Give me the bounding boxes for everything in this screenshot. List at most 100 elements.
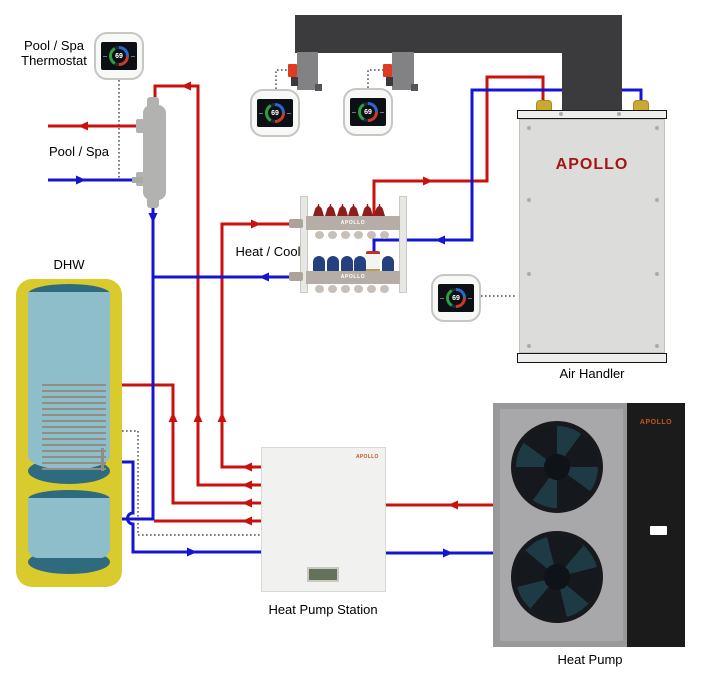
- minus-dash-icon: [352, 111, 356, 113]
- zone-valve-cold-icon: [327, 256, 339, 272]
- thermostat-dial-icon: 69: [358, 102, 378, 122]
- thermostat-air-handler: 69: [431, 274, 481, 322]
- station-display: [307, 567, 339, 582]
- manifold-port: [380, 231, 389, 239]
- sensor-pocket: [132, 177, 143, 183]
- dhw-coil-outlet: [101, 448, 104, 471]
- heat-cool-label: Heat / Cool: [235, 244, 301, 259]
- pool-thermostat-label-line2: Thermostat: [21, 53, 87, 68]
- manifold-cold-outlet: [289, 272, 303, 281]
- zone-valve-cold-icon: [313, 256, 325, 272]
- manifold-port: [341, 285, 350, 293]
- zone-valve-cold-icon: [341, 256, 353, 272]
- manifold-port: [328, 285, 337, 293]
- manifold-port: [315, 231, 324, 239]
- thermostat-pool-spa: 69: [94, 32, 144, 80]
- pipe-hot-manifold-feed: [220, 222, 294, 469]
- airhandler-brand: APOLLO: [555, 156, 629, 173]
- manifold-port: [354, 231, 363, 239]
- plus-dash-icon: [380, 111, 384, 113]
- zone-valve-hot-icon: [374, 204, 385, 216]
- dhw-coil-icon: [42, 384, 106, 470]
- heat-pump-brand: APOLLO: [639, 419, 673, 426]
- heat-pump-station-label: Heat Pump Station: [268, 602, 378, 617]
- plus-dash-icon: [287, 112, 291, 114]
- minus-dash-icon: [259, 112, 263, 114]
- zone-valve-hot-icon: [362, 204, 373, 216]
- heat-pump-control-panel: [627, 403, 685, 647]
- pool-heat-exchanger: [143, 105, 166, 200]
- manifold-port: [367, 231, 376, 239]
- zone-valve-hot-icon: [337, 204, 348, 216]
- zone-valve-hot-icon: [325, 204, 336, 216]
- air-handler-label: Air Handler: [559, 366, 625, 381]
- heat-pump-display: [650, 526, 667, 535]
- manifold-port: [367, 285, 376, 293]
- manifold-supply-bar: APOLLO: [306, 216, 400, 230]
- pipe-hot-manifold-to-airhandler: [372, 75, 545, 216]
- supply-duct-vertical: [562, 15, 622, 111]
- pool-spa-label: Pool / Spa: [49, 144, 109, 159]
- pipe-cold-airhandler-to-manifold: [372, 88, 643, 253]
- thermostat-zone-2: 69: [343, 88, 393, 136]
- manifold-port: [354, 285, 363, 293]
- duct-branch-2-tab: [411, 84, 418, 91]
- duct-branch-2: [392, 52, 414, 90]
- pipe-hot-tank-coil-feed: [122, 383, 261, 505]
- damper-actuator-icon-2: [383, 64, 392, 77]
- heat-pump-label: Heat Pump: [557, 652, 623, 667]
- thermostat-temperature: 69: [364, 108, 372, 116]
- zone-valve-cold-icon: [354, 256, 366, 272]
- airhandler-bottom-plate: [517, 353, 667, 363]
- mixing-valve-actuator-icon: [366, 251, 380, 272]
- manifold-return-bar: APOLLO: [306, 271, 400, 284]
- pool-thermostat-label-line1: Pool / Spa: [24, 38, 84, 53]
- sensor-wire-duct-thermostat-2: [367, 69, 383, 88]
- manifold-rail-left: [300, 196, 308, 293]
- manifold-brand: APOLLO: [340, 220, 366, 226]
- pipe-hot-hx-feed: [153, 84, 261, 487]
- sensor-wire-duct-thermostat-1: [275, 69, 288, 89]
- minus-dash-icon: [440, 297, 444, 299]
- manifold-brand: APOLLO: [340, 274, 366, 280]
- thermostat-screen: 69: [257, 99, 293, 127]
- dhw-label: DHW: [53, 257, 85, 272]
- duct-branch-1: [297, 52, 318, 90]
- manifold-rail-right: [399, 196, 407, 293]
- cold-flow-arrows: [76, 175, 453, 558]
- airhandler-cabinet: [519, 119, 665, 353]
- thermostat-zone-1: 69: [250, 89, 300, 137]
- thermostat-temperature: 69: [452, 294, 460, 302]
- pipe-cold-hx-return: [122, 204, 155, 521]
- manifold-port: [315, 285, 324, 293]
- damper-actuator-icon-1: [288, 64, 297, 77]
- plus-dash-icon: [468, 297, 472, 299]
- cabinet-screws: [0, 0, 2, 2]
- sensor-wire-tank: [122, 430, 261, 536]
- hot-flow-arrows: [78, 81, 458, 526]
- heat-exchanger-hot-port: [136, 119, 144, 133]
- zone-valve-hot-icon: [348, 204, 359, 216]
- thermostat-screen: 69: [101, 42, 137, 70]
- pipe-cold-tank-to-station: [122, 460, 261, 554]
- station-brand: APOLLO: [356, 454, 379, 460]
- plus-dash-icon: [131, 55, 135, 57]
- manifold-hot-inlet: [289, 219, 303, 228]
- damper-arm-2: [386, 77, 393, 86]
- airhandler-top-plate: [517, 110, 667, 119]
- thermostat-dial-icon: 69: [109, 46, 129, 66]
- manifold-port: [341, 231, 350, 239]
- thermostat-dial-icon: 69: [446, 288, 466, 308]
- thermostat-dial-icon: 69: [265, 103, 285, 123]
- duct-branch-1-tab: [315, 84, 322, 91]
- minus-dash-icon: [103, 55, 107, 57]
- thermostat-screen: 69: [350, 98, 386, 126]
- thermostat-temperature: 69: [271, 109, 279, 117]
- fan-icon: [511, 421, 603, 513]
- thermostat-screen: 69: [438, 284, 474, 312]
- pool-thermostat-label: Pool / Spa Thermostat: [14, 38, 94, 68]
- buffer-section-body: [28, 498, 110, 558]
- zone-valve-cold-icon: [382, 256, 394, 272]
- manifold-port: [328, 231, 337, 239]
